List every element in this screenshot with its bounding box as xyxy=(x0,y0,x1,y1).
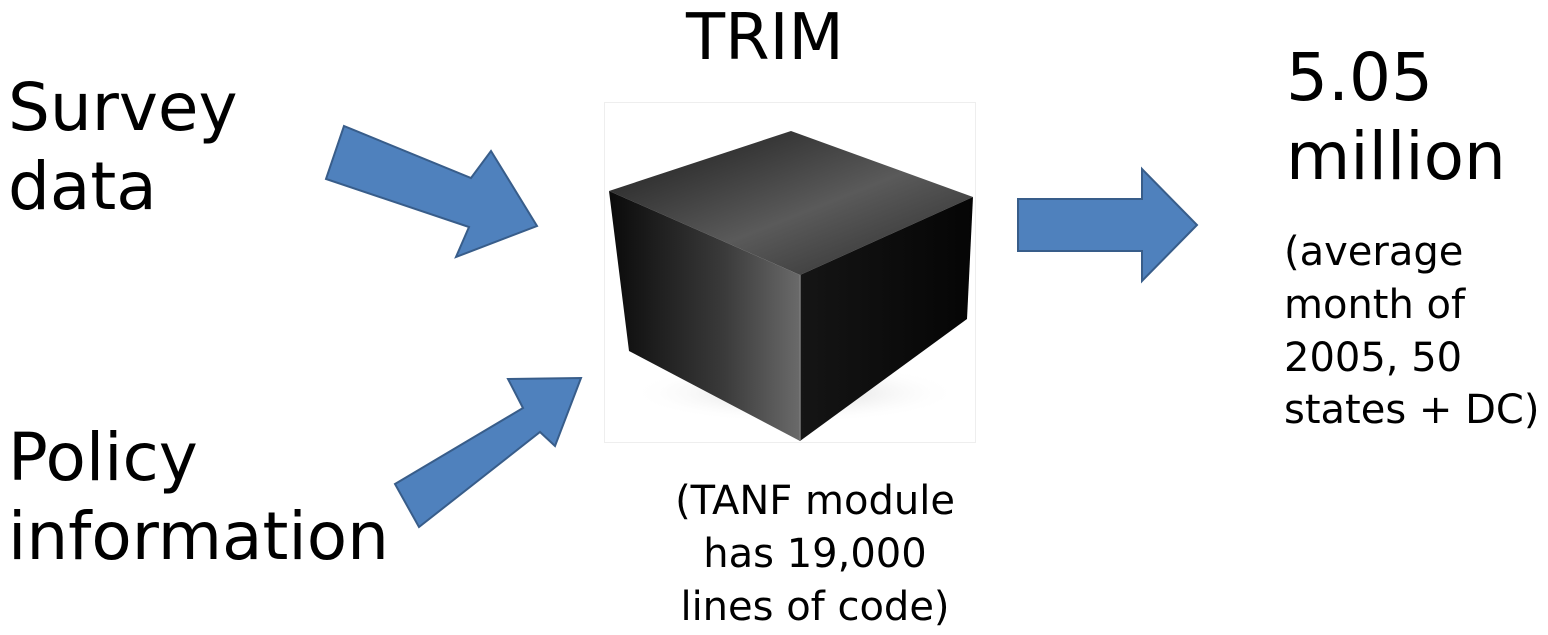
policy-label-line-1: Policy xyxy=(8,419,198,496)
trim-caption: (TANF module has 19,000 lines of code) xyxy=(660,475,970,635)
result-value: 5.05 million xyxy=(1286,38,1506,196)
box-top-face xyxy=(609,131,973,275)
result-note: (average month of 2005, 50 states + DC) xyxy=(1284,226,1539,437)
policy-information-label: Policy information xyxy=(8,418,389,576)
caption-line-1: (TANF module xyxy=(675,478,955,524)
caption-line-2: has 19,000 xyxy=(703,531,927,578)
caption-line-3: lines of code) xyxy=(680,584,950,631)
policy-arrow-icon xyxy=(393,376,583,529)
policy-label-line-2: information xyxy=(8,498,389,576)
black-box-image xyxy=(604,102,976,443)
survey-data-label: Survey data xyxy=(8,68,238,226)
result-note-line-4: states + DC) xyxy=(1284,387,1540,434)
survey-label-line-2: data xyxy=(8,148,157,226)
box-right-face xyxy=(800,197,973,441)
result-note-line-2: month of xyxy=(1284,281,1466,328)
result-value-line-2: million xyxy=(1286,118,1506,196)
survey-arrow-icon xyxy=(324,124,539,259)
output-arrow-icon xyxy=(1017,166,1199,284)
box-left-face xyxy=(609,191,800,441)
result-note-line-1: (average xyxy=(1284,229,1464,275)
black-box-icon xyxy=(609,131,973,441)
survey-label-line-1: Survey xyxy=(8,69,238,146)
trim-title: TRIM xyxy=(686,1,844,75)
result-value-line-1: 5.05 xyxy=(1286,39,1433,116)
result-note-line-3: 2005, 50 xyxy=(1284,334,1463,381)
